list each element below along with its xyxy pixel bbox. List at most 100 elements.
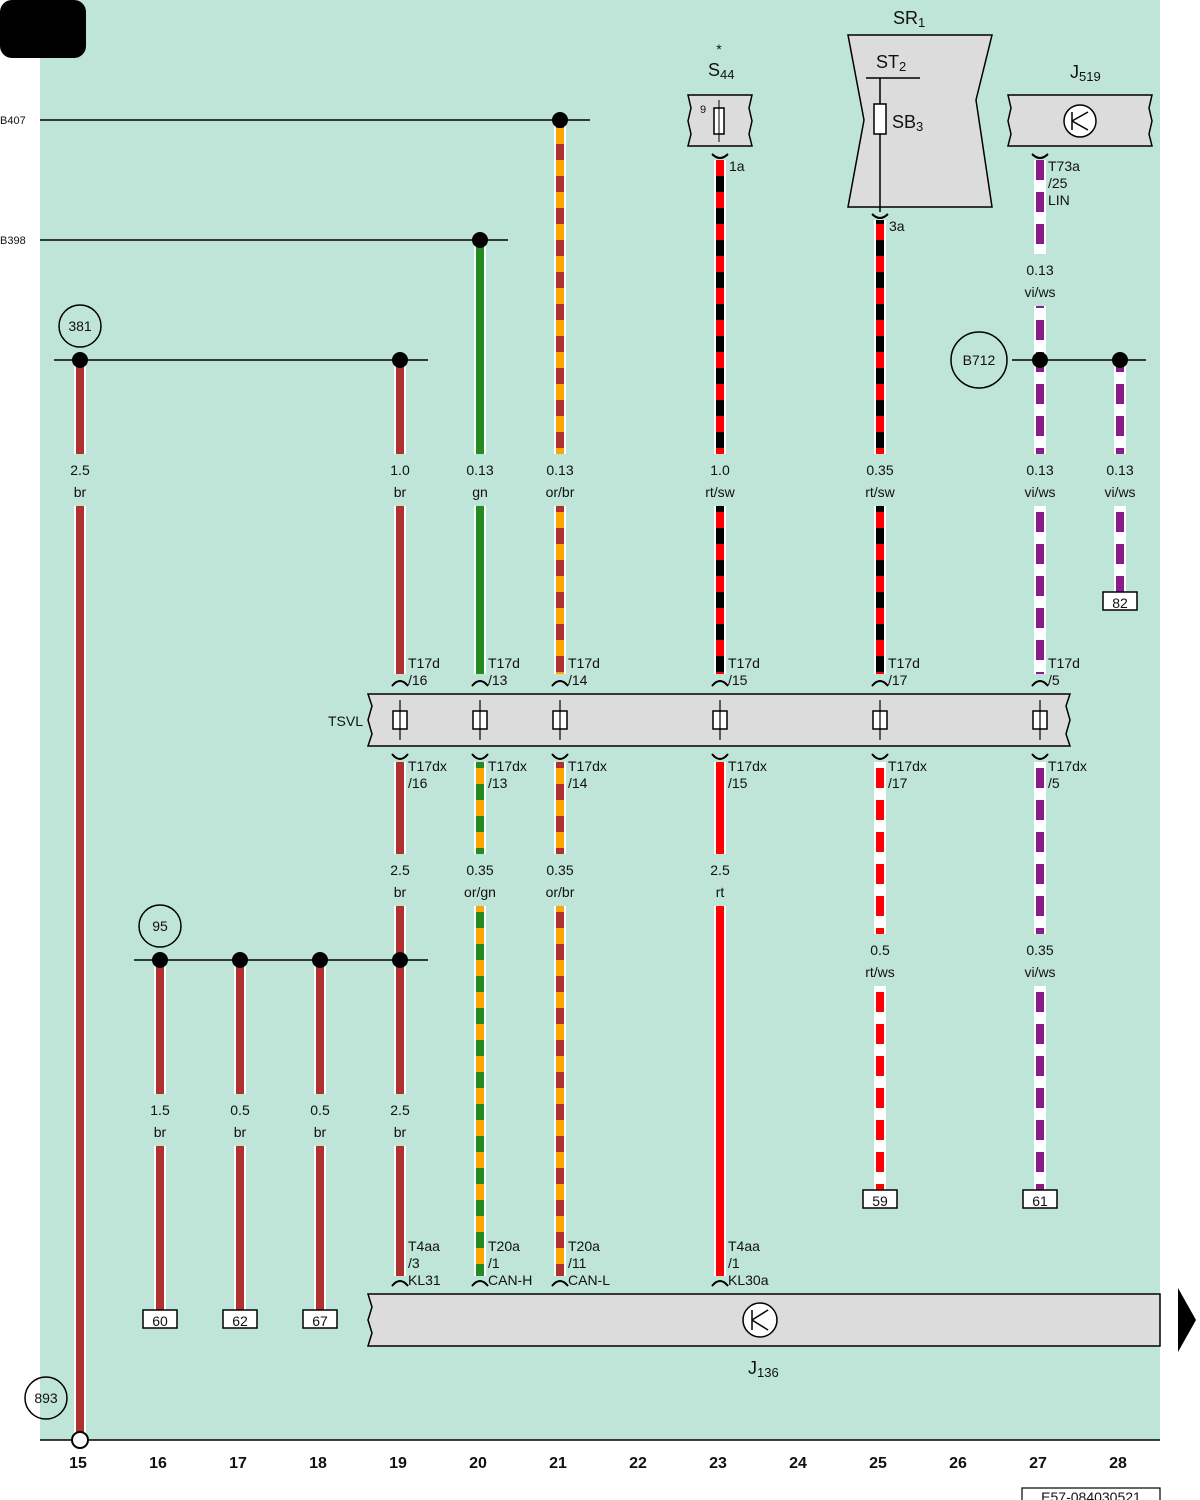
wire-size: 1.5 — [150, 1102, 170, 1118]
wire-size: 0.13 — [1026, 262, 1053, 278]
off-page-ref-b407[interactable]: B407 — [0, 115, 26, 127]
connector-tsvl[interactable]: TSVL — [328, 693, 1072, 747]
continue-arrow-icon[interactable] — [1178, 1288, 1196, 1352]
pin-label: T17d — [728, 655, 760, 671]
wire-size: 0.35 — [546, 862, 573, 878]
wire-size: 0.35 — [466, 862, 493, 878]
wire-color: vi/ws — [1024, 284, 1055, 300]
junction-dot — [152, 952, 168, 968]
pin-label: T17dx — [728, 758, 767, 774]
junction-dot — [1112, 352, 1128, 368]
pin-label: /3 — [408, 1255, 420, 1271]
grid-number: 23 — [709, 1455, 727, 1472]
pin-label: /16 — [408, 672, 428, 688]
junction-dot — [392, 952, 408, 968]
pin-label: T17dx — [568, 758, 607, 774]
wire-size: 0.5 — [870, 942, 890, 958]
junction-dot — [552, 112, 568, 128]
wire-size: 2.5 — [390, 862, 410, 878]
wire-labels: 2.5 br 1.0 br 0.13 gn 0.13 or/br 1.0 rt/… — [70, 262, 1135, 1140]
wire-color: vi/ws — [1024, 964, 1055, 980]
tsvl-label: TSVL — [328, 713, 363, 729]
wire-size: 2.5 — [70, 462, 90, 478]
control-unit-j136[interactable]: J136 — [366, 1293, 1161, 1380]
wire-size: 2.5 — [390, 1102, 410, 1118]
pin-label: T17dx — [408, 758, 447, 774]
fuse-s44[interactable]: * S44 9 — [687, 41, 753, 147]
pin-label: /5 — [1048, 672, 1060, 688]
wire-color: gn — [472, 484, 488, 500]
circled-refs: 381 95 893 B712 — [24, 304, 1008, 1420]
j519-label: J519 — [1070, 62, 1101, 84]
pin-label: CAN-H — [488, 1272, 532, 1288]
pin-label: /13 — [488, 672, 508, 688]
j136-label: J136 — [748, 1358, 779, 1380]
ground-terminal — [71, 1431, 89, 1449]
s44-star: * — [716, 41, 722, 57]
pin-label: T17d — [888, 655, 920, 671]
wire-color: rt/ws — [865, 964, 895, 980]
junction-dots — [72, 112, 1128, 968]
corner-block — [0, 0, 86, 58]
terminal-ref[interactable]: 59 — [872, 1193, 888, 1209]
wire-size: 0.35 — [866, 462, 893, 478]
pin-label: /1 — [488, 1255, 500, 1271]
pin-label: T4aa — [408, 1238, 440, 1254]
wire-color: vi/ws — [1024, 484, 1055, 500]
grid-number: 19 — [389, 1455, 407, 1472]
pin-labels: 1a 3a T73a /25 LIN T17d /16 T17d /13 T17… — [408, 158, 1087, 1288]
grid-number: 25 — [869, 1455, 887, 1472]
wire-size: 0.5 — [230, 1102, 250, 1118]
pin-arcs — [391, 153, 1049, 1287]
pin-label: T20a — [488, 1238, 520, 1254]
terminal-ref[interactable]: 60 — [152, 1313, 168, 1329]
pin-label: /25 — [1048, 175, 1068, 191]
pin-label: /1 — [728, 1255, 740, 1271]
pin-label: T17d — [1048, 655, 1080, 671]
wire-color: br — [74, 484, 87, 500]
terminal-ref[interactable]: 62 — [232, 1313, 248, 1329]
ref-893[interactable]: 893 — [34, 1390, 58, 1406]
sr1-label: SR1 — [893, 8, 925, 30]
pin-label: T17dx — [888, 758, 927, 774]
wire-color: or/br — [546, 484, 575, 500]
ref-b712[interactable]: B712 — [963, 352, 996, 368]
ref-95[interactable]: 95 — [152, 918, 168, 934]
fuse-icon — [873, 103, 887, 135]
terminal-ref[interactable]: 82 — [1112, 595, 1128, 611]
terminal-ref[interactable]: 67 — [312, 1313, 328, 1329]
s44-pin-number: 9 — [700, 104, 706, 116]
pin-label: /17 — [888, 775, 908, 791]
junction-dot — [1032, 352, 1048, 368]
control-unit-j519[interactable]: J519 — [1007, 62, 1153, 147]
wire-size: 0.5 — [310, 1102, 330, 1118]
junction-dot — [472, 232, 488, 248]
ref-381[interactable]: 381 — [68, 318, 92, 334]
wire-color: rt/sw — [705, 484, 735, 500]
terminal-ref[interactable]: 61 — [1032, 1193, 1048, 1209]
pin-label: KL31 — [408, 1272, 441, 1288]
off-page-ref-b398[interactable]: B398 — [0, 235, 26, 247]
sb3-label: SB3 — [892, 112, 923, 134]
pin-label: T17d — [488, 655, 520, 671]
pin-label: /16 — [408, 775, 428, 791]
pin-label: /14 — [568, 775, 588, 791]
wire-color: br — [234, 1124, 247, 1140]
junction-dot — [392, 352, 408, 368]
grid-number: 24 — [789, 1455, 807, 1472]
wire-color: br — [394, 484, 407, 500]
pin-label: /15 — [728, 672, 748, 688]
grid-number: 22 — [629, 1455, 647, 1472]
junction-dot — [312, 952, 328, 968]
pin-label: /14 — [568, 672, 588, 688]
pin-label: /5 — [1048, 775, 1060, 791]
pin-label: T20a — [568, 1238, 600, 1254]
pin-label: T4aa — [728, 1238, 760, 1254]
wire-size: 1.0 — [710, 462, 730, 478]
relay-carrier-sr1[interactable]: SR1 ST2 SB3 — [847, 8, 993, 212]
wire-size: 2.5 — [710, 862, 730, 878]
pin-label: /13 — [488, 775, 508, 791]
pin-label: T73a — [1048, 158, 1080, 174]
grid-number: 17 — [229, 1455, 247, 1472]
